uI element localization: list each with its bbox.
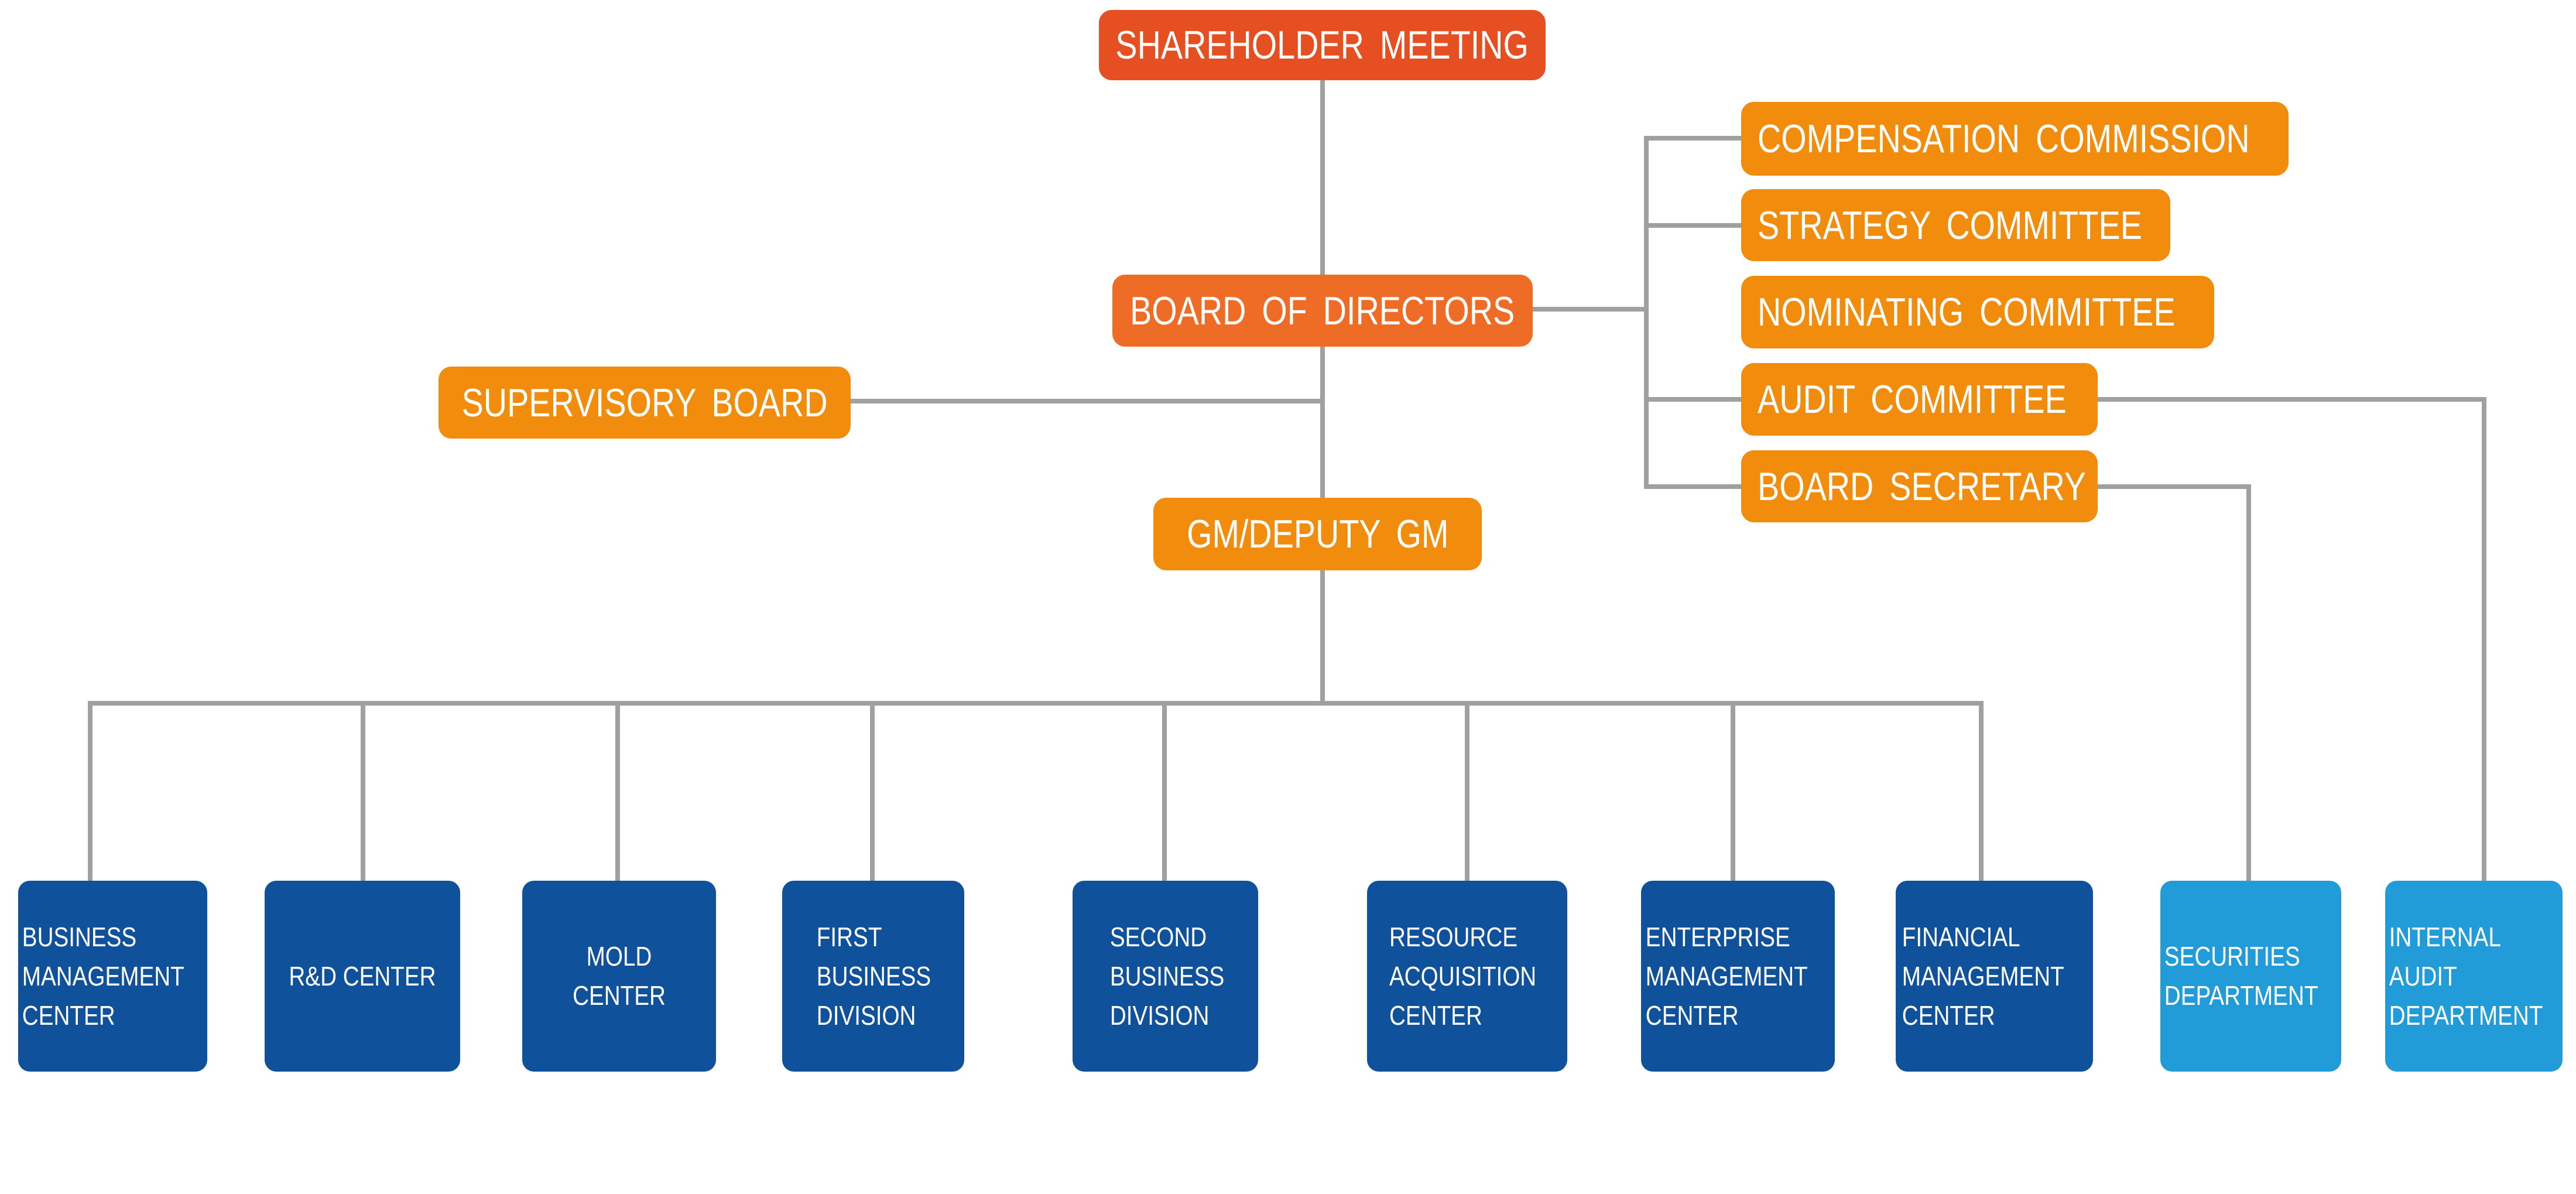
drop: [1979, 701, 1984, 881]
department-label: BUSINESS MANAGEMENT CENTER: [22, 921, 184, 1031]
department-box: BUSINESS MANAGEMENT CENTER: [18, 881, 207, 1072]
bracket-secretary: [1644, 484, 1741, 489]
bracket-comp: [1644, 136, 1741, 141]
drop: [615, 701, 620, 881]
connector-board-committees: [1533, 307, 1649, 312]
gm-box: GM/DEPUTY GM: [1153, 498, 1482, 570]
department-box: SECURITIES DEPARTMENT: [2160, 881, 2341, 1072]
committee-box: COMPENSATION COMMISSION: [1741, 102, 2289, 176]
department-label: SECOND BUSINESS DIVISION: [1109, 921, 1225, 1031]
connector-gm-bus: [1320, 570, 1325, 706]
shareholder-meeting-box: SHAREHOLDER MEETING: [1099, 10, 1546, 80]
connector-secretary-h: [2098, 484, 2251, 489]
department-label: MOLD CENTER: [573, 941, 666, 1011]
connector-audit-h: [2098, 397, 2486, 402]
committee-label: STRATEGY COMMITTEE: [1758, 203, 2142, 248]
gm-label: GM/DEPUTY GM: [1186, 512, 1449, 556]
supervisory-board-box: SUPERVISORY BOARD: [439, 367, 851, 439]
committee-bracket: [1644, 136, 1649, 489]
committee-label: AUDIT COMMITTEE: [1758, 377, 2067, 422]
committee-label: COMPENSATION COMMISSION: [1758, 117, 2250, 161]
department-box: INTERNAL AUDIT DEPARTMENT: [2385, 881, 2563, 1072]
drop: [361, 701, 365, 881]
shareholder-meeting-label: SHAREHOLDER MEETING: [1115, 23, 1529, 67]
board-of-directors-label: BOARD OF DIRECTORS: [1130, 288, 1515, 333]
board-of-directors-box: BOARD OF DIRECTORS: [1112, 275, 1533, 347]
drop: [1465, 701, 1469, 881]
drop: [1731, 701, 1735, 881]
committee-box: STRATEGY COMMITTEE: [1741, 189, 2170, 261]
department-label: RESOURCE ACQUISITION CENTER: [1389, 921, 1537, 1031]
committee-label: NOMINATING COMMITTEE: [1758, 290, 2176, 334]
department-box: MOLD CENTER: [522, 881, 716, 1072]
committee-box: BOARD SECRETARY: [1741, 450, 2098, 522]
connector-secretary-v: [2246, 484, 2251, 881]
committee-box: NOMINATING COMMITTEE: [1741, 276, 2214, 348]
drop: [1162, 701, 1167, 881]
department-bus: [88, 701, 1984, 706]
department-box: FINANCIAL MANAGEMENT CENTER: [1896, 881, 2093, 1072]
department-label: FIRST BUSINESS DIVISION: [816, 921, 931, 1031]
department-box: FIRST BUSINESS DIVISION: [782, 881, 964, 1072]
department-box: ENTERPRISE MANAGEMENT CENTER: [1641, 881, 1835, 1072]
committee-box: AUDIT COMMITTEE: [1741, 363, 2098, 436]
committee-label: BOARD SECRETARY: [1758, 464, 2086, 509]
bracket-strategy: [1644, 223, 1741, 228]
connector-supervisory: [851, 399, 1323, 403]
department-box: R&D CENTER: [265, 881, 460, 1072]
bracket-audit: [1644, 397, 1741, 402]
drop: [870, 701, 875, 881]
department-label: R&D CENTER: [289, 960, 436, 991]
connector-audit-v: [2482, 397, 2486, 881]
department-label: SECURITIES DEPARTMENT: [2164, 941, 2318, 1011]
department-box: RESOURCE ACQUISITION CENTER: [1367, 881, 1567, 1072]
department-label: INTERNAL AUDIT DEPARTMENT: [2389, 921, 2543, 1031]
department-label: ENTERPRISE MANAGEMENT CENTER: [1645, 921, 1808, 1031]
supervisory-board-label: SUPERVISORY BOARD: [461, 380, 828, 425]
department-label: FINANCIAL MANAGEMENT CENTER: [1902, 921, 2064, 1031]
department-box: SECOND BUSINESS DIVISION: [1073, 881, 1258, 1072]
drop: [88, 701, 93, 881]
